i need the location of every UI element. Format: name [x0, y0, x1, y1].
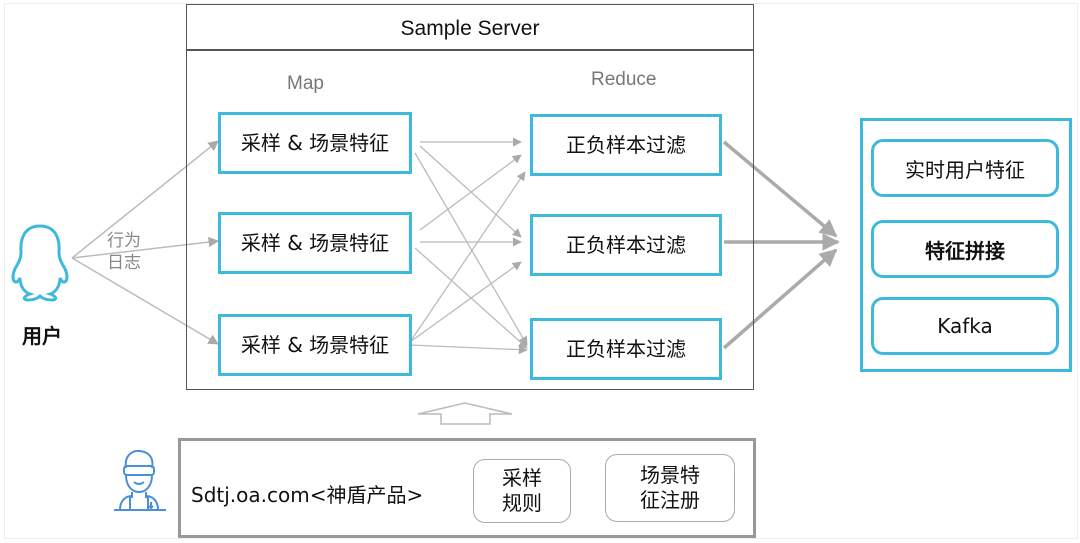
edge-r3-out: [722, 248, 838, 350]
feature-join-box[interactable]: 特征拼接: [871, 220, 1059, 278]
developer-icon: [114, 449, 166, 511]
log-label-line2: 日志: [107, 253, 141, 273]
portal-panel: Sdtj.oa.com<神盾产品> 采样规则 场景特征注册: [178, 438, 756, 538]
canvas-frame: [4, 3, 1078, 539]
server-title: Sample Server: [187, 5, 753, 51]
map-node[interactable]: 采样 & 场景特征: [218, 112, 412, 174]
behavior-log-label: 行为 日志: [107, 230, 141, 274]
map-node[interactable]: 采样 & 场景特征: [218, 212, 412, 274]
edge-m3-r1: [409, 171, 526, 343]
realtime-user-features-box[interactable]: 实时用户特征: [871, 139, 1059, 197]
log-label-line1: 行为: [107, 231, 141, 251]
edge-user-map3: [71, 257, 219, 345]
reduce-node[interactable]: 正负样本过滤: [530, 318, 722, 380]
reduce-label: Reduce: [591, 69, 657, 90]
map-node-label: 采样 & 场景特征: [240, 333, 390, 357]
edge-m1-r2: [419, 145, 522, 238]
up-arrow-icon: [417, 402, 513, 425]
button-label-line2: 征注册: [640, 488, 700, 512]
output-item-label: 特征拼接: [925, 238, 1005, 263]
button-label-line1: 采样: [502, 466, 542, 490]
edge-user-map2: [71, 236, 220, 259]
edge-m2-r1: [419, 154, 522, 231]
map-node[interactable]: 采样 & 场景特征: [218, 314, 412, 376]
sampling-rules-button[interactable]: 采样规则: [473, 459, 571, 523]
map-node-label: 采样 & 场景特征: [240, 231, 390, 255]
user-label: 用户: [22, 324, 62, 348]
reduce-node-label: 正负样本过滤: [566, 133, 686, 157]
scene-feature-register-button[interactable]: 场景特征注册: [605, 454, 735, 522]
map-label: Map: [287, 73, 324, 94]
penguin-icon: [11, 224, 69, 302]
output-item-label: Kafka: [937, 314, 993, 338]
reduce-node-label: 正负样本过滤: [566, 337, 686, 361]
kafka-box[interactable]: Kafka: [871, 297, 1059, 355]
output-item-label: 实时用户特征: [905, 157, 1025, 182]
button-label-line1: 场景特: [640, 463, 700, 487]
sample-server-container: Sample Server Map Reduce 采样 & 场景特征 采样 & …: [186, 4, 754, 390]
reduce-node[interactable]: 正负样本过滤: [530, 214, 722, 276]
output-panel: 实时用户特征 特征拼接 Kafka: [860, 118, 1072, 372]
edge-r1-out: [722, 140, 838, 238]
portal-link[interactable]: Sdtj.oa.com<神盾产品>: [191, 483, 424, 507]
edge-m3-r2: [409, 261, 522, 343]
edge-m3-r3: [409, 344, 528, 355]
edge-m1-r3: [414, 152, 528, 346]
map-node-label: 采样 & 场景特征: [240, 131, 390, 155]
reduce-node-label: 正负样本过滤: [566, 233, 686, 257]
edge-user-map1: [71, 140, 219, 259]
button-label-line2: 规则: [502, 491, 542, 515]
reduce-node[interactable]: 正负样本过滤: [530, 114, 722, 176]
